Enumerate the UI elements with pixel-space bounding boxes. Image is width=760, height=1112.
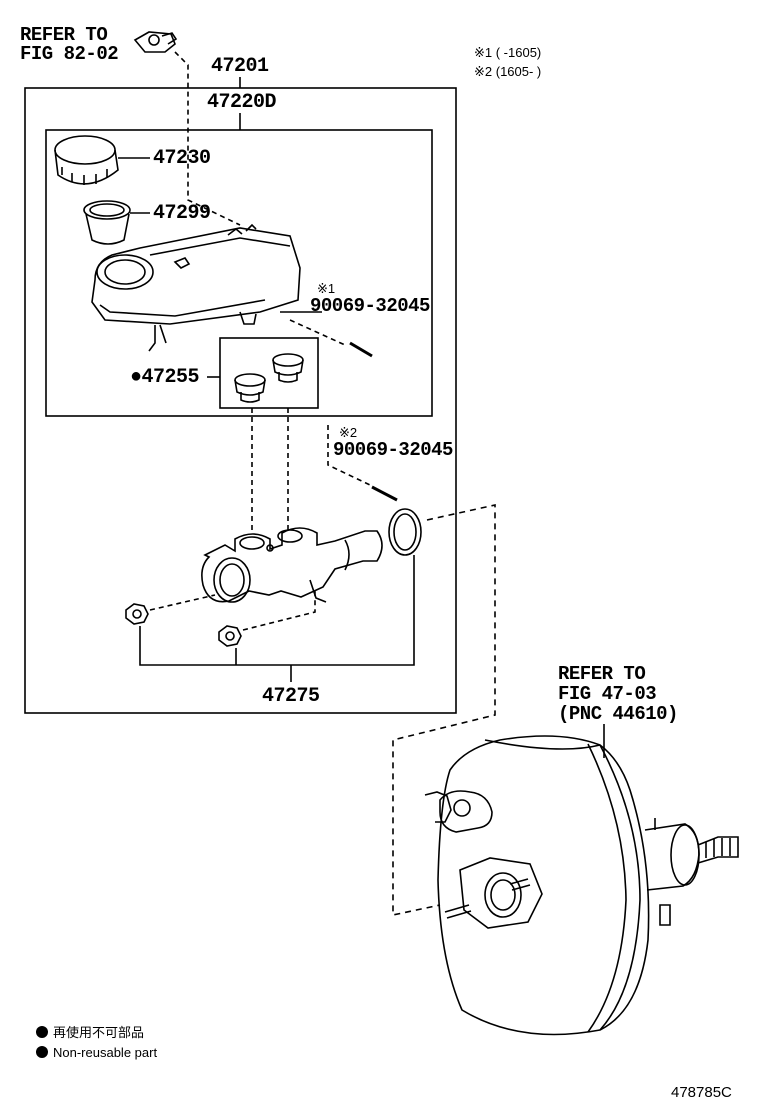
reservoir-frame [45,129,433,417]
reservoir-cap [54,135,119,185]
master-cylinder [201,527,383,603]
reservoir-tank [91,223,301,352]
part-47275-label[interactable]: 47275 [262,685,320,708]
note-1: ※1 ( -1605) [474,45,542,60]
nut-left [125,603,149,625]
legend-jp-text: 再使用不可部品 [53,1025,145,1040]
legend-dot-icon [36,1046,48,1058]
part-47220D-label[interactable]: 47220D [207,91,277,114]
part-90069-a-mark: ※1 [317,281,336,296]
note-2: ※2 (1605- ) [474,64,542,79]
legend-dot-icon [36,1026,48,1038]
pin-a [349,341,373,358]
pin-b [371,485,398,502]
nut-right [218,625,242,647]
legend-jp: 再使用不可部品 [36,1026,144,1039]
refer-fig47-line2[interactable]: FIG 47-03 [558,683,657,705]
grommet-right [272,353,304,383]
o-ring [388,508,422,556]
strainer [83,200,131,245]
refer-fig82-line1[interactable]: REFER TO [20,24,108,46]
part-47255-label[interactable]: ●47255 [130,366,200,389]
legend-en: Non-reusable part [36,1046,157,1059]
figure-id: 478785C [671,1084,732,1101]
part-47299-label[interactable]: 47299 [153,202,211,225]
part-90069-b-mark: ※2 [339,425,358,440]
refer-fig82-line2[interactable]: FIG 82-02 [20,43,119,65]
connector-part [133,31,178,53]
refer-fig47-line1[interactable]: REFER TO [558,663,646,685]
refer-fig47-line3[interactable]: (PNC 44610) [558,703,678,725]
part-90069-b-label[interactable]: 90069-32045 [333,439,453,461]
legend-en-text: Non-reusable part [53,1045,158,1060]
part-47230-label[interactable]: 47230 [153,147,211,170]
connector-leader [174,51,241,226]
grommet-frame [219,337,319,409]
part-47201-label[interactable]: 47201 [211,55,269,78]
grommet-left [234,373,266,403]
brake-booster [424,724,739,1036]
part-90069-a-label[interactable]: 90069-32045 [310,295,430,317]
